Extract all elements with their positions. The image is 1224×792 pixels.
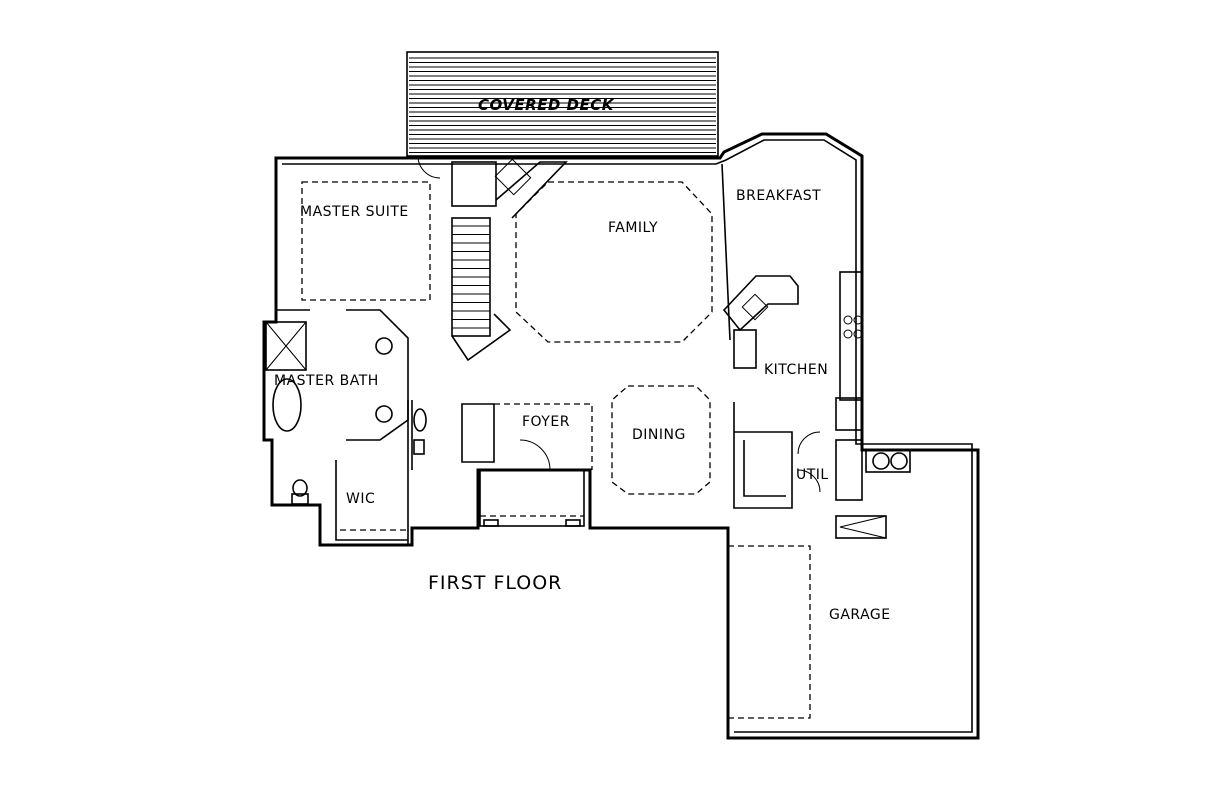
staircase [451, 158, 568, 362]
master-bath [265, 321, 409, 545]
label-master-suite: MASTER SUITE [300, 204, 409, 220]
family-room-outline [515, 181, 713, 343]
label-wic: WIC [346, 491, 375, 507]
foyer-area [411, 400, 593, 527]
label-family: FAMILY [608, 220, 658, 236]
covered-deck-area [406, 51, 719, 157]
label-covered-deck: COVERED DECK [478, 96, 615, 114]
dining-room-outline [611, 385, 711, 495]
utility-room [733, 402, 863, 509]
garage [727, 449, 911, 719]
master-suite [276, 155, 441, 441]
label-dining: DINING [632, 427, 686, 443]
label-util: UTIL [796, 467, 829, 483]
label-breakfast: BREAKFAST [736, 188, 821, 204]
exterior-walls [262, 132, 980, 740]
label-kitchen: KITCHEN [764, 362, 828, 378]
label-master-bath: MASTER BATH [274, 373, 379, 389]
plan-title: FIRST FLOOR [428, 572, 562, 594]
label-garage: GARAGE [829, 607, 891, 623]
label-foyer: FOYER [522, 414, 570, 430]
walk-in-closet [335, 460, 408, 541]
kitchen-fixtures [721, 163, 863, 431]
